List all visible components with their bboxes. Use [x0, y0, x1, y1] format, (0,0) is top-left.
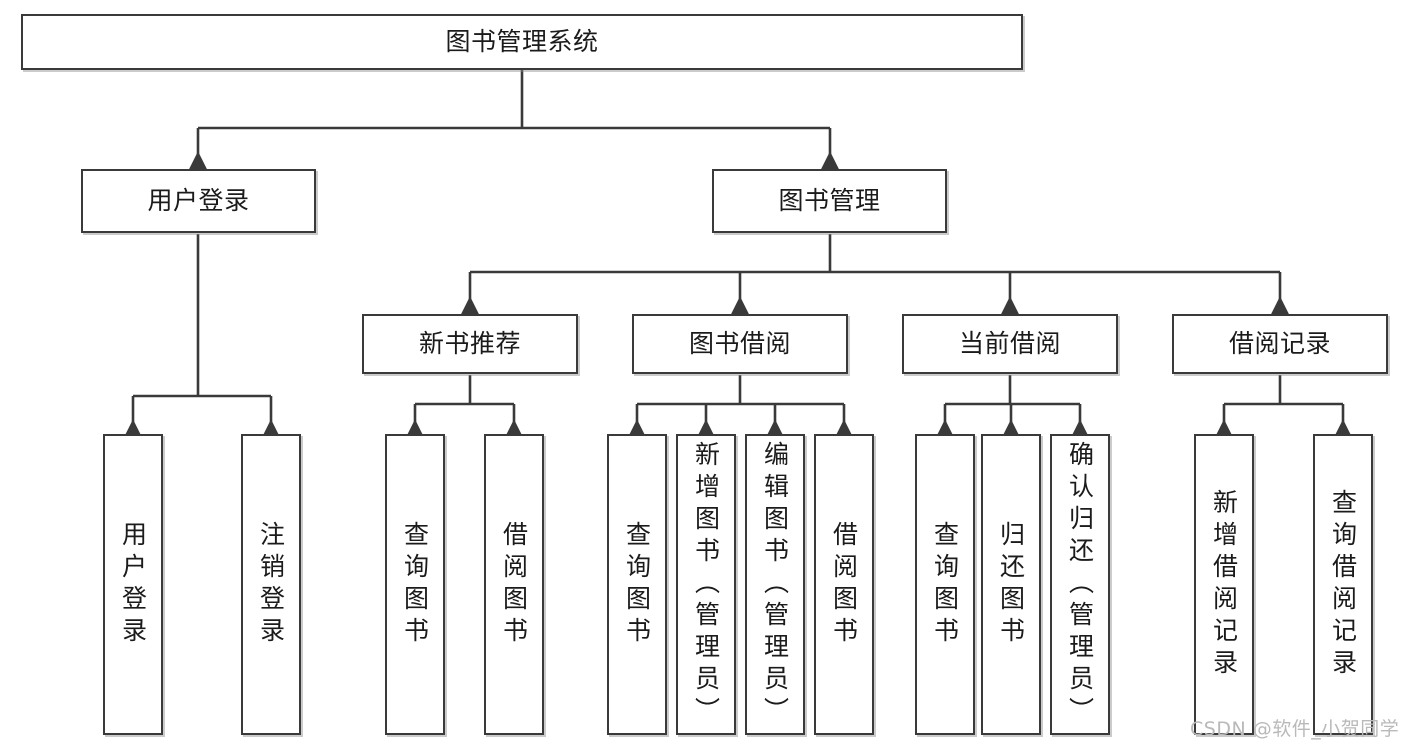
leaf-book-borrow-add-book-admin[interactable]: 新增图书（管理员）: [676, 434, 736, 735]
node-label: 查询图书: [400, 520, 430, 649]
node-label: 新增借阅记录: [1209, 488, 1239, 681]
node-label: 用户登录: [118, 520, 148, 649]
node-label: 图书管理系统: [445, 27, 599, 56]
node-label: 借阅图书: [829, 520, 859, 649]
leaf-book-borrow-edit-book-admin[interactable]: 编辑图书（管理员）: [745, 434, 805, 735]
watermark-text: CSDN @软件_小贺同学: [1190, 718, 1400, 740]
node-label: 新书推荐: [418, 329, 521, 358]
node-label: 用户登录: [147, 186, 250, 215]
node-label: 归还图书: [996, 520, 1026, 649]
leaf-user-login-login[interactable]: 用户登录: [103, 434, 163, 735]
leaf-borrow-record-query-record[interactable]: 查询借阅记录: [1313, 434, 1373, 735]
leaf-current-borrow-return-book[interactable]: 归还图书: [981, 434, 1041, 735]
node-book-borrow[interactable]: 图书借阅: [632, 314, 848, 374]
node-label: 查询图书: [622, 520, 652, 649]
node-label: 编辑图书（管理员）: [760, 440, 790, 729]
node-label: 注销登录: [256, 520, 286, 649]
leaf-borrow-record-add-record[interactable]: 新增借阅记录: [1194, 434, 1254, 735]
node-current-borrow[interactable]: 当前借阅: [902, 314, 1118, 374]
leaf-user-login-logout[interactable]: 注销登录: [241, 434, 301, 735]
leaf-new-book-query-book[interactable]: 查询图书: [385, 434, 445, 735]
leaf-current-borrow-confirm-return-admin[interactable]: 确认归还（管理员）: [1050, 434, 1110, 735]
node-label: 当前借阅: [958, 329, 1061, 358]
leaf-current-borrow-query-book[interactable]: 查询图书: [915, 434, 975, 735]
leaf-book-borrow-borrow-book[interactable]: 借阅图书: [814, 434, 874, 735]
node-label: 查询图书: [930, 520, 960, 649]
node-label: 确认归还（管理员）: [1065, 440, 1095, 729]
node-user-login[interactable]: 用户登录: [81, 169, 316, 233]
node-book-management[interactable]: 图书管理: [712, 169, 947, 233]
node-label: 查询借阅记录: [1328, 488, 1358, 681]
node-root-book-management-system[interactable]: 图书管理系统: [21, 14, 1023, 70]
node-label: 借阅记录: [1228, 329, 1331, 358]
node-new-book-recommend[interactable]: 新书推荐: [362, 314, 578, 374]
node-label: 图书管理: [778, 186, 881, 215]
node-label: 图书借阅: [688, 329, 791, 358]
leaf-book-borrow-query-book[interactable]: 查询图书: [607, 434, 667, 735]
leaf-new-book-borrow-book[interactable]: 借阅图书: [484, 434, 544, 735]
node-label: 借阅图书: [499, 520, 529, 649]
node-label: 新增图书（管理员）: [691, 440, 721, 729]
node-borrow-record[interactable]: 借阅记录: [1172, 314, 1388, 374]
